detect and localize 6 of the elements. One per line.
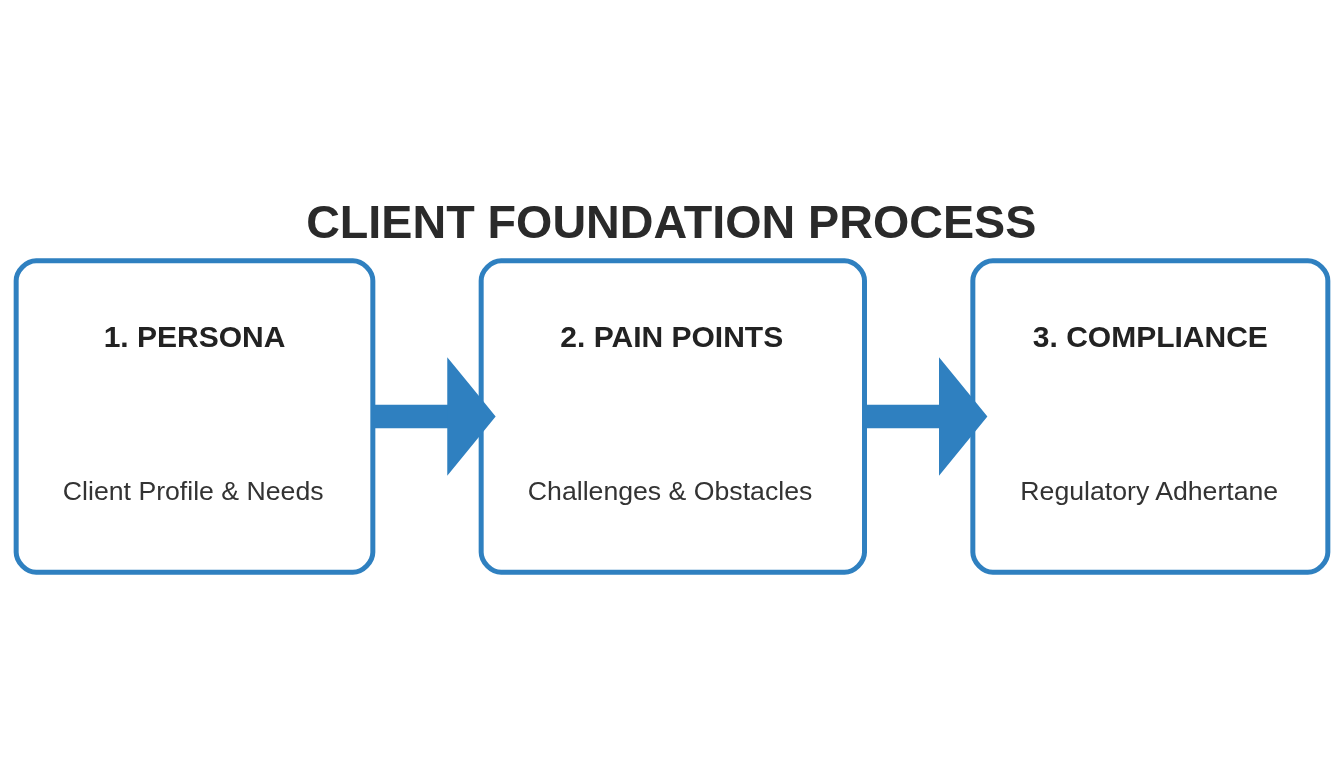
arrow (373, 357, 496, 476)
node-box: 3. COMPLIANCE Regulatory Adhertane (970, 258, 1331, 575)
node-box: 1. PERSONA Client Profile & Needs (13, 258, 376, 575)
arrow (864, 357, 988, 476)
diagram-title: CLIENT FOUNDATION PROCESS (306, 196, 1037, 248)
node-box: 2. PAIN POINTS Challenges & Obstacles (478, 258, 867, 575)
